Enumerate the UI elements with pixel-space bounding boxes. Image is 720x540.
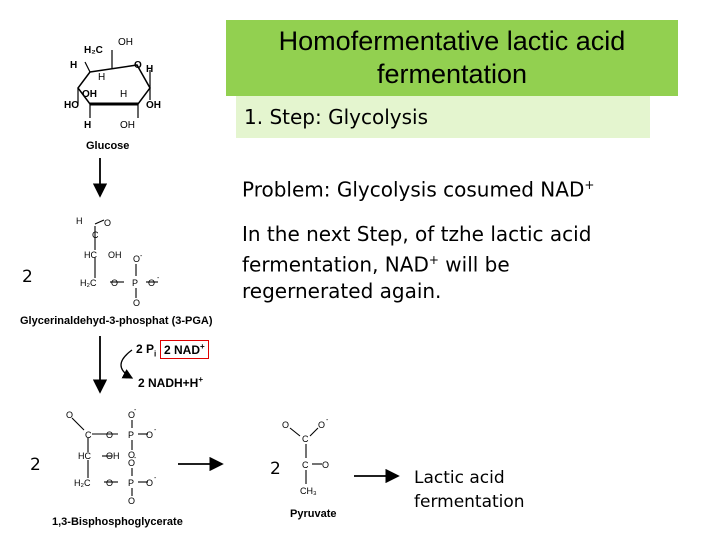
svg-text:H: H	[70, 60, 77, 71]
arrow-cofactor	[120, 349, 134, 379]
svg-text:H: H	[146, 64, 153, 75]
svg-text:O: O	[134, 60, 142, 71]
svg-text:-: -	[157, 275, 160, 282]
svg-text:HO: HO	[64, 100, 79, 111]
problem-sup: +	[584, 178, 595, 192]
svg-text:-: -	[134, 407, 137, 414]
g3p-structure	[94, 219, 158, 298]
glucose-structure	[77, 50, 151, 118]
svg-text:O: O	[133, 298, 140, 308]
svg-text:-: -	[326, 417, 329, 424]
svg-text:H: H	[76, 216, 83, 226]
svg-text:-: -	[134, 455, 137, 462]
svg-text:HC: HC	[84, 250, 97, 260]
nad-box: 2 NAD+	[160, 340, 209, 359]
svg-text:-: -	[154, 475, 157, 482]
reaction-nad: 2 NAD	[164, 343, 201, 357]
svg-text:O: O	[128, 496, 135, 506]
problem-main: Problem: Glycolysis cosumed NAD	[242, 177, 585, 202]
svg-text:OH: OH	[82, 89, 97, 100]
svg-text:C: C	[92, 230, 99, 240]
svg-text:-: -	[154, 427, 157, 434]
svg-text:O: O	[322, 460, 329, 470]
svg-text:O: O	[104, 218, 111, 228]
svg-text:OH: OH	[146, 100, 161, 111]
svg-text:O: O	[128, 458, 135, 468]
svg-text:O: O	[146, 430, 153, 440]
svg-text:O: O	[148, 278, 155, 288]
title-line-1: Homofermentative lactic acid	[278, 26, 626, 56]
svg-text:O: O	[106, 430, 113, 440]
svg-text:HC: HC	[78, 451, 91, 461]
svg-text:H₂C: H₂C	[74, 478, 91, 488]
svg-text:CH₃: CH₃	[300, 486, 317, 496]
result-line-1: Lactic acid	[414, 468, 505, 488]
svg-text:H₂C: H₂C	[84, 45, 103, 56]
explanation-line-2-sup: +	[428, 253, 439, 267]
svg-text:O: O	[318, 420, 325, 430]
svg-text:-: -	[140, 253, 143, 260]
bpg-structure	[71, 417, 148, 496]
bpg-label: 1,3-Bisphosphoglycerate	[52, 516, 183, 528]
reaction-pi-sub: i	[154, 349, 157, 359]
explanation-line-3: regernerated again.	[242, 278, 442, 303]
title-box: Homofermentative lactic acid fermentatio…	[226, 20, 678, 96]
pyruvate-label: Pyruvate	[290, 508, 337, 520]
svg-text:OH: OH	[108, 250, 122, 260]
svg-text:O: O	[128, 450, 135, 460]
problem-text: Problem: Glycolysis cosumed NAD+	[242, 172, 594, 203]
explanation-line-1: In the next Step, of tzhe lactic acid	[242, 222, 592, 246]
step-label-box: 1. Step: Glycolysis	[236, 96, 650, 138]
svg-text:O: O	[128, 410, 135, 420]
explanation-line-2a: fermentation, NAD	[242, 252, 429, 277]
stoich-pyruvate: 2	[270, 459, 281, 479]
svg-text:O: O	[282, 420, 289, 430]
stoich-g3p: 2	[22, 267, 33, 287]
svg-text:C: C	[302, 434, 309, 444]
reaction-output-text: 2 NADH+H	[138, 376, 199, 390]
svg-text:OH: OH	[120, 120, 135, 131]
svg-text:O: O	[146, 478, 153, 488]
reaction-nad-sup: +	[200, 342, 205, 351]
svg-text:C: C	[85, 430, 92, 440]
result-line-2: fermentation	[414, 492, 525, 512]
svg-text:C: C	[302, 460, 309, 470]
stoich-bpg: 2	[30, 455, 41, 475]
svg-text:H₂C: H₂C	[80, 278, 97, 288]
svg-text:P: P	[128, 430, 134, 440]
explanation-line-2b: will be	[438, 252, 510, 277]
title-line-2: fermentation	[376, 59, 528, 89]
reaction-pi-text: 2 P	[136, 342, 155, 356]
pyruvate-structure	[289, 427, 322, 484]
explanation-line-2: fermentation, NAD+ will be	[242, 247, 712, 278]
reaction-output: 2 NADH+H+	[138, 375, 203, 390]
svg-text:O: O	[133, 254, 140, 264]
reaction-output-sup: +	[198, 375, 204, 384]
glucose-label: Glucose	[86, 140, 130, 152]
svg-text:P: P	[132, 278, 138, 288]
svg-text:OH: OH	[118, 37, 133, 48]
svg-text:H: H	[98, 72, 105, 83]
svg-text:O: O	[66, 410, 73, 420]
svg-text:OH: OH	[106, 451, 120, 461]
svg-text:O: O	[111, 278, 118, 288]
explanation-text: In the next Step, of tzhe lactic acid fe…	[242, 221, 712, 304]
step-label: 1. Step: Glycolysis	[244, 105, 428, 129]
svg-text:H: H	[120, 89, 127, 100]
result-label: Lactic acid fermentation	[414, 466, 525, 514]
svg-text:O: O	[106, 478, 113, 488]
svg-text:P: P	[128, 478, 134, 488]
reaction-pi: 2 Pi	[136, 342, 156, 358]
g3p-label: Glycerinaldehyd-3-phosphat (3-PGA)	[20, 315, 213, 327]
svg-text:H: H	[84, 120, 91, 131]
